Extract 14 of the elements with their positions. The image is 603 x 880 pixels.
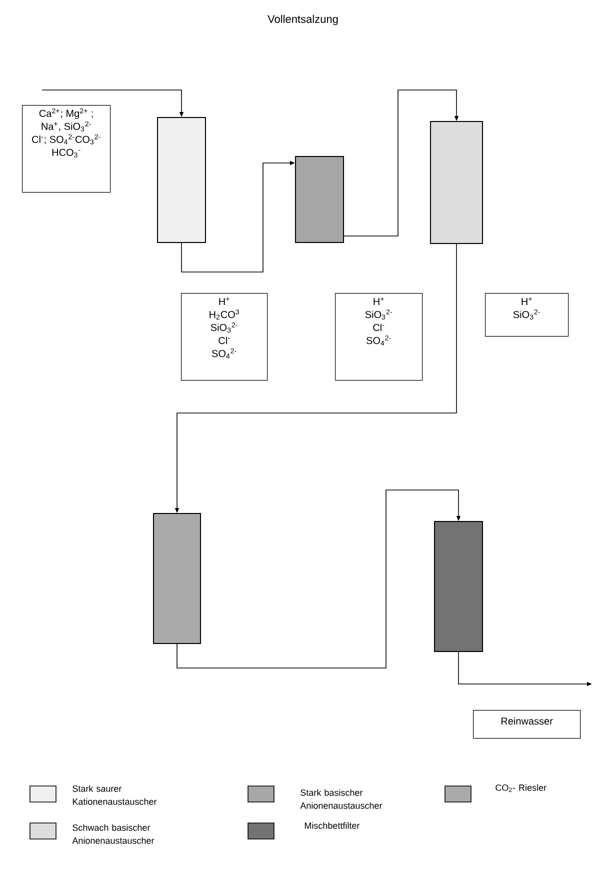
trickler-column (153, 513, 201, 644)
mixed-bed-column (434, 521, 483, 652)
legend-label: Schwach basischer Anionenaustauscher (72, 824, 154, 844)
exchanger-column (430, 121, 483, 244)
flow-arrow (176, 490, 461, 668)
legend-label: Mischbettfilter (304, 822, 360, 829)
product-box: Reinwasser (473, 710, 581, 739)
legend-label: CO$_{2}$- Riesler (496, 784, 546, 792)
exchanger-column (157, 117, 206, 243)
exchanger-column (295, 156, 344, 243)
legend-label: Stark saurer Kationenaustauscher (72, 785, 157, 805)
title: Vollentsalzung (268, 14, 338, 26)
legend-label: Stark basischer Anionenaustauscher (300, 789, 382, 809)
flow-arrow (344, 90, 459, 236)
